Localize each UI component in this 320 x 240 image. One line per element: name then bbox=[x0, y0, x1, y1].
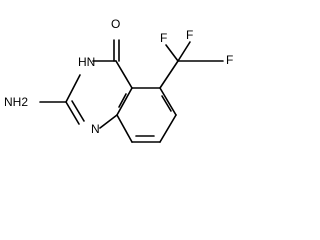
bond-c2-n1 bbox=[65, 101, 80, 125]
atom-nh2: NH2 bbox=[4, 95, 28, 109]
bond-c4-c4a bbox=[115, 60, 133, 89]
bond-c5-c6-inner bbox=[161, 95, 172, 112]
bond-cf3-f-top bbox=[177, 41, 191, 62]
atom-f-right: F bbox=[226, 53, 233, 67]
bond-c4a-c8a-inner bbox=[118, 93, 127, 108]
bond-cf3-f-left bbox=[165, 44, 179, 62]
bond-c2-n1-double bbox=[71, 100, 85, 122]
bond-c5-cf3 bbox=[159, 60, 179, 89]
bond-c4a-c8a bbox=[116, 87, 133, 116]
structure-diagram: NH2 HN N O F F F bbox=[4, 17, 233, 143]
atom-o: O bbox=[111, 17, 120, 31]
atom-f-top: F bbox=[186, 28, 193, 42]
bond-c6-c7 bbox=[159, 114, 177, 143]
bond-c5-c6 bbox=[159, 87, 177, 116]
bond-c2-n3 bbox=[65, 74, 81, 103]
atom-n: N bbox=[91, 122, 100, 136]
molecule-canvas: NH2 HN N O F F F bbox=[0, 0, 244, 150]
bond-c8a-n1 bbox=[99, 114, 118, 129]
bond-c8-c8a bbox=[116, 114, 133, 143]
atom-f-left: F bbox=[160, 31, 167, 45]
atom-nh: HN bbox=[78, 55, 95, 69]
